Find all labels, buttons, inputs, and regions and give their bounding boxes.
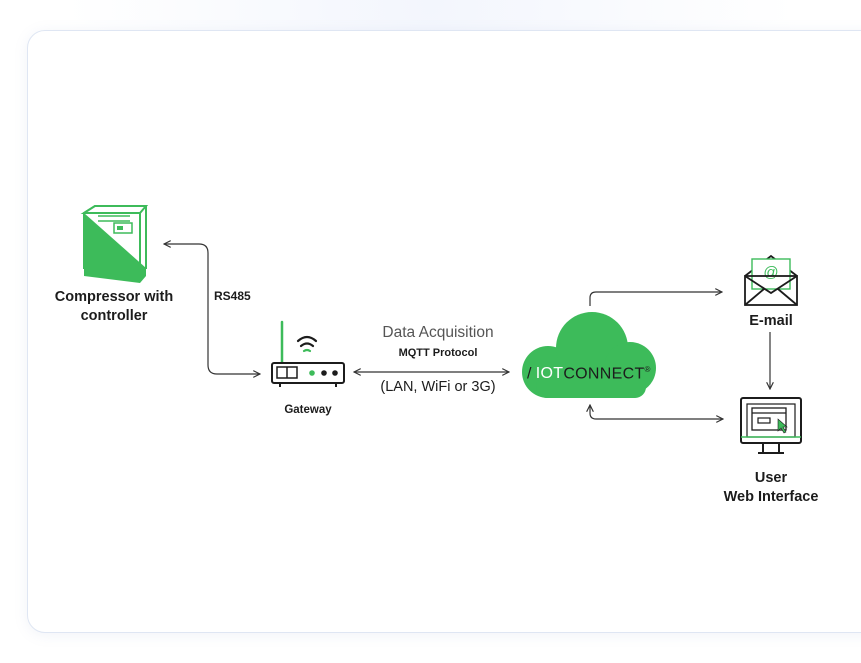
email-at-symbol: @ bbox=[763, 264, 778, 281]
gateway-label: Gateway bbox=[284, 404, 332, 416]
email-label: E-mail bbox=[749, 313, 793, 329]
mqtt-protocol-label: MQTT Protocol bbox=[398, 347, 478, 359]
cloud-to-email-connector bbox=[589, 292, 722, 306]
compressor-label-line2: controller bbox=[80, 308, 148, 324]
cloud-to-user-connector bbox=[590, 405, 723, 419]
gateway-icon bbox=[271, 320, 345, 387]
user-label-line2: Web Interface bbox=[723, 489, 819, 505]
transport-label: (LAN, WiFi or 3G) bbox=[380, 379, 496, 395]
iotconnect-cloud-icon bbox=[522, 312, 656, 398]
brand-iot: IOT bbox=[535, 365, 564, 383]
brand-connect: CONNECT bbox=[563, 365, 645, 383]
user-label: User Web Interface bbox=[706, 469, 836, 507]
data-acquisition-title: Data Acquisition bbox=[382, 324, 494, 341]
rs485-connector bbox=[164, 244, 260, 374]
rs485-label: RS485 bbox=[214, 289, 251, 303]
compressor-label-line1: Compressor with bbox=[54, 289, 174, 305]
email-envelope-icon: @ bbox=[744, 254, 798, 306]
iotconnect-brand: /IOTCONNECT® bbox=[527, 365, 651, 383]
brand-registered-mark: ® bbox=[644, 365, 651, 374]
compressor-label: Compressor with controller bbox=[38, 288, 190, 326]
user-label-line1: User bbox=[754, 470, 788, 486]
compressor-icon bbox=[80, 205, 149, 283]
user-monitor-icon bbox=[740, 397, 802, 454]
brand-slash: / bbox=[527, 365, 532, 383]
